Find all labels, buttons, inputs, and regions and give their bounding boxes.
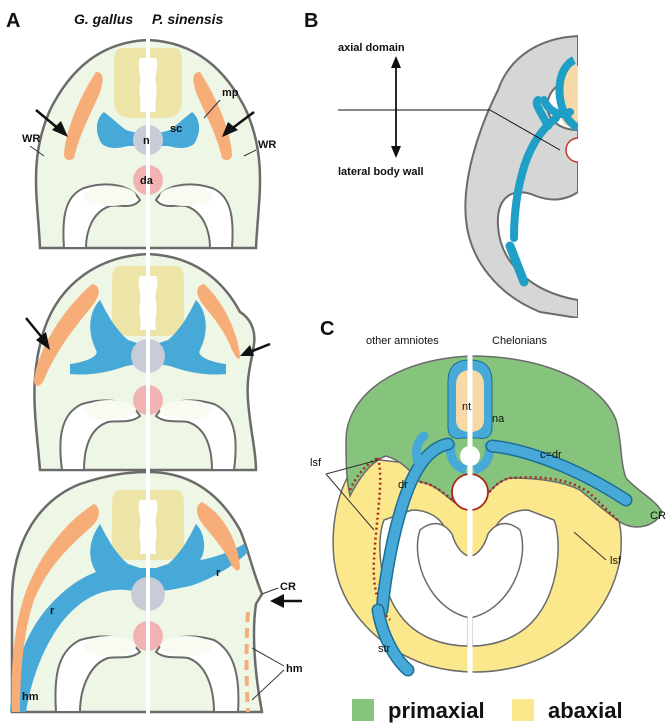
section-stage-1: n da sc mp WR WR	[22, 28, 276, 252]
label-cr: CR	[280, 581, 296, 593]
gut-right	[160, 186, 212, 206]
panel-c-label: C	[320, 318, 334, 340]
gut-right	[160, 636, 212, 656]
axial-domain-label: axial domain	[338, 42, 405, 54]
legend: primaxial abaxial	[352, 698, 623, 723]
species-left-label: G. gallus	[74, 11, 133, 27]
panel-a-label: A	[6, 10, 20, 32]
label-r-right: r	[216, 567, 221, 579]
label-wr-left: WR	[22, 133, 40, 145]
label-wr-right: WR	[258, 139, 276, 151]
species-right-label: P. sinensis	[152, 11, 224, 27]
chelonians-header: Chelonians	[492, 335, 548, 347]
other-amniotes-header: other amniotes	[366, 335, 439, 347]
label-da: da	[140, 175, 154, 187]
label-n: n	[143, 135, 150, 147]
label-lsf-left: lsf	[310, 457, 322, 469]
label-sc: sc	[170, 123, 182, 135]
panel-b-label: B	[304, 10, 318, 32]
label-dr: dr	[398, 479, 408, 491]
label-mp: mp	[222, 87, 239, 99]
label-hm-right: hm	[286, 663, 303, 675]
legend-swatch-abaxial	[512, 699, 534, 721]
label-cr: CR	[650, 510, 666, 522]
lateral-body-wall-label: lateral body wall	[338, 166, 424, 178]
double-arrow	[391, 56, 401, 158]
gut-left	[84, 636, 136, 656]
aorta	[566, 138, 590, 162]
legend-label-abaxial: abaxial	[548, 698, 623, 723]
panel-a: A G. gallus P. sinensis n da	[6, 10, 303, 718]
label-na: na	[492, 413, 505, 425]
hm-leader-1	[252, 648, 284, 666]
label-lsf-right: lsf	[610, 555, 622, 567]
label-hm-left: hm	[22, 691, 39, 703]
gut-left	[84, 400, 136, 420]
gut-right	[160, 400, 212, 420]
label-nt: nt	[462, 401, 471, 413]
legend-label-primaxial: primaxial	[388, 698, 485, 723]
panel-c: C other amniotes Chelonians nt	[310, 318, 666, 690]
legend-swatch-primaxial	[352, 699, 374, 721]
panel-b: B axial domain lateral body wall	[304, 10, 590, 318]
cr-leader	[262, 588, 278, 594]
arrow-right	[270, 594, 302, 608]
gut-left	[84, 186, 136, 206]
section-stage-3: r r CR hm hm	[10, 470, 303, 718]
label-r-left: r	[50, 605, 55, 617]
label-str: str	[378, 643, 391, 655]
section-stage-2	[26, 250, 270, 474]
label-cdr: c=dr	[540, 449, 562, 461]
